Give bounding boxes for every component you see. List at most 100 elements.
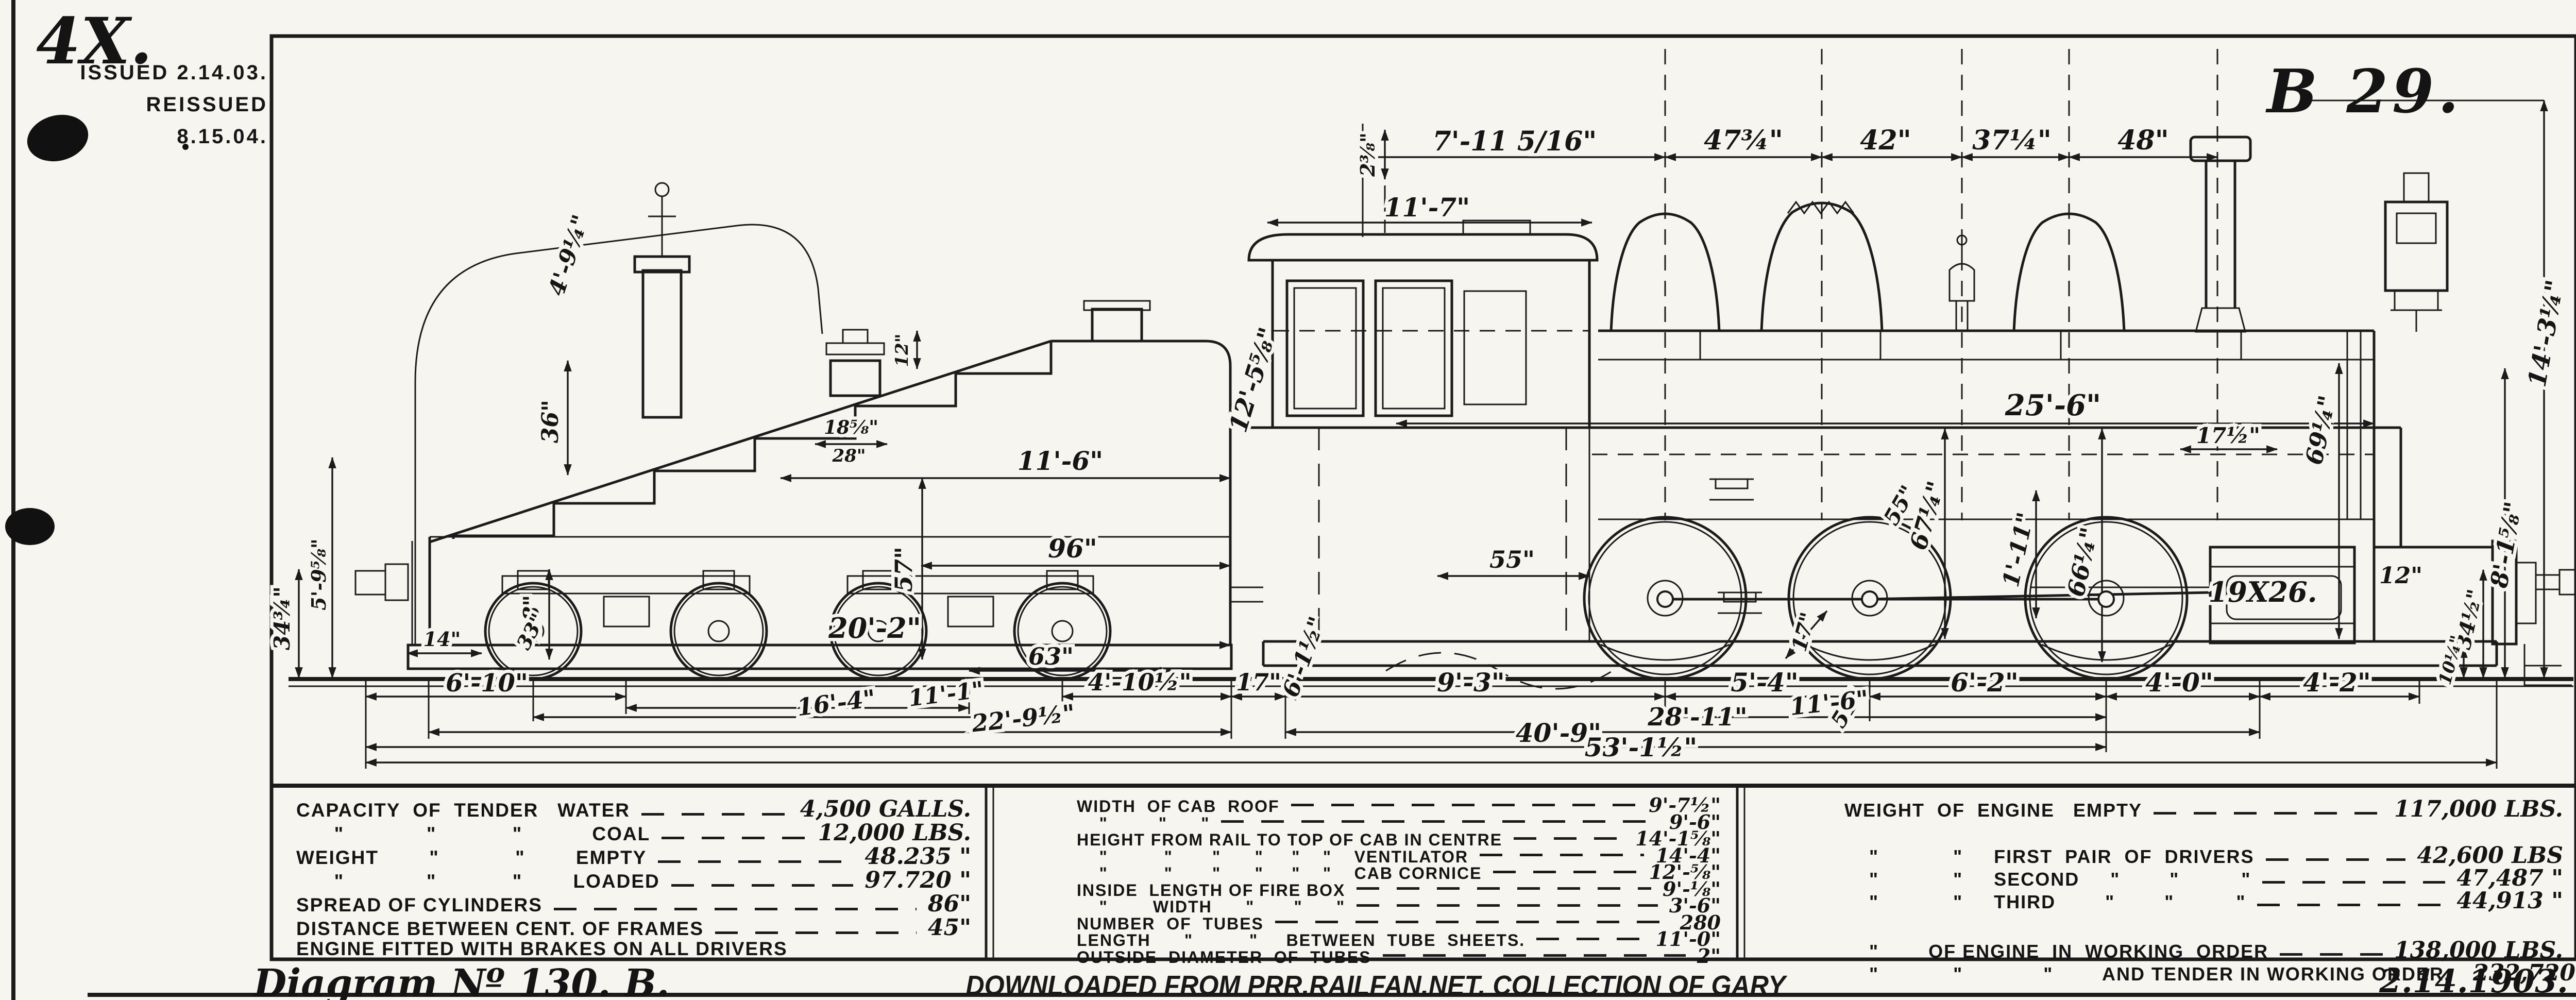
spec-label: " " " AND TENDER IN WORKING ORDER. (1844, 963, 2450, 985)
dimension-label: 16'-4" (795, 684, 877, 721)
spec-value: 14'-1⅝" (1635, 827, 1721, 850)
issue-stamp-line2: REISSUED 8.15.04. (146, 93, 268, 148)
leader-dashes (2280, 953, 2383, 956)
spec-value: 138,000 LBS. (2394, 937, 2563, 963)
spec-label: WIDTH OF CAB ROOF (1077, 797, 1280, 816)
spec-row: " " FIRST PAIR OF DRIVERS 42,600 LBS (1844, 842, 2563, 869)
dimension-label: 37¼" (1972, 125, 2052, 156)
ink-blots (5, 114, 189, 545)
tender-wheels (484, 582, 1112, 681)
dimension-label: 14" (423, 628, 461, 651)
dimension-label: 36" (537, 400, 564, 443)
dimension-label: 55" (1489, 546, 1535, 573)
dimension-label: 4'-2" (2303, 667, 2371, 698)
spec-label: " " " " " " VENTILATOR (1077, 847, 1469, 866)
leader-dashes (1357, 904, 1658, 907)
spec-label: " " " LOADED (296, 871, 660, 892)
leader-dashes (1536, 937, 1645, 940)
spec-row: LENGTH " " BETWEEN TUBE SHEETS. 11'-0" (1077, 927, 1721, 951)
dimension-label: 28" (519, 595, 544, 637)
spec-label: " " FIRST PAIR OF DRIVERS (1844, 846, 2255, 867)
dimension-label: 48" (2117, 125, 2168, 156)
dimension-label: 6'-1½" (1278, 613, 1331, 700)
leader-dashes (715, 931, 917, 934)
leader-dashes (1291, 803, 1638, 806)
rail (289, 677, 2573, 687)
spec-row: " " THIRD " " " 44,913 " (1844, 888, 2563, 914)
dimension-label: 2⅜" (1356, 132, 1379, 177)
spec-label: INSIDE LENGTH OF FIRE BOX (1077, 880, 1346, 900)
spec-label: WEIGHT " " EMPTY (296, 847, 647, 868)
cab (1247, 219, 1599, 641)
dimension-label: 63" (1028, 642, 1074, 670)
diagram-number: Diagram Nº 130. B. (253, 961, 670, 1000)
dimension-label: 12" (2379, 563, 2422, 589)
sheet-borders (11, 0, 2576, 1000)
spec-row: WEIGHT " " EMPTY 48.235 " (296, 843, 971, 870)
spec-label: " " " " " " CAB CORNICE (1077, 864, 1482, 883)
spec-value: 11'-0" (1655, 927, 1721, 951)
spec-value: 3'-6" (1669, 894, 1721, 917)
tender-spec-table: CAPACITY OF TENDER WATER 4,500 GALLS. " "… (296, 796, 971, 962)
issue-stamp: ISSUED 2.14.03. REISSUED 8.15.04. (72, 57, 268, 152)
cylinder-and-pilot (2209, 539, 2576, 686)
spec-value: 48.235 " (865, 843, 971, 870)
spec-value: 9'-7½" (1649, 793, 1721, 817)
watermark: DOWNLOADED FROM PRR.RAILFAN.NET. COLLECT… (965, 970, 1786, 1000)
dimension-label: 8'-1⅝" (2485, 499, 2528, 590)
spec-row: CAPACITY OF TENDER WATER 4,500 GALLS. (296, 796, 971, 822)
smokestack (2195, 307, 2246, 333)
spec-label: SPREAD OF CYLINDERS (296, 894, 543, 916)
dimension-label: 12'-5⅝" (1224, 324, 1283, 436)
dimension-label: 19X26. (2209, 575, 2317, 608)
dimension-label: 9'-3" (1437, 667, 1505, 698)
leader-dashes (2262, 881, 2446, 884)
coupler (2535, 574, 2561, 590)
leader-dashes (671, 884, 854, 887)
spec-label: " " THIRD " " " (1844, 891, 2246, 912)
spec-value: 9'-6" (1669, 810, 1721, 834)
dimension-label: 34¾" (269, 586, 295, 650)
dimension-label: 69¼" (2300, 393, 2342, 467)
tender (354, 182, 1263, 670)
spec-value: 47,487 " (2456, 865, 2563, 891)
spec-row: ENGINE FITTED WITH BRAKES ON ALL DRIVERS (296, 938, 971, 962)
leader-dashes (1480, 854, 1645, 856)
leader-dashes (1382, 954, 1686, 957)
spec-label: LENGTH " " BETWEEN TUBE SHEETS. (1077, 931, 1526, 950)
dimension-label: 4'-9¼" (544, 212, 594, 299)
leader-dashes (662, 837, 807, 839)
spec-label: " " " (1077, 813, 1210, 833)
spec-label: " " " COAL (296, 823, 651, 844)
spec-label: " OF ENGINE IN WORKING ORDER (1844, 941, 2269, 962)
dimension-label: 47¾" (1704, 125, 1783, 156)
spec-value: 12,000 LBS. (818, 820, 971, 846)
dimension-label: 7'-11 5/16" (1433, 126, 1597, 157)
dimension-label: 57" (890, 547, 918, 592)
spec-row: WIDTH OF CAB ROOF 9'-7½" (1077, 793, 1721, 817)
spec-row: " " " 9'-6" (1077, 810, 1721, 834)
spec-value: 45" (927, 914, 971, 941)
spec-value: 4,500 GALLS. (800, 796, 971, 822)
spec-row: " WIDTH " " "3'-6" (1077, 894, 1721, 917)
spec-value: 14'-4" (1655, 843, 1721, 867)
leader-dashes (1221, 820, 1658, 823)
dimension-label: 96" (1048, 533, 1097, 564)
dimension-label: 11'-7" (1384, 192, 1470, 223)
spec-value: 44,913 " (2456, 888, 2563, 914)
spec-row: " " " " " " VENTILATOR 14'-4" (1077, 844, 1721, 867)
issue-stamp-line1: ISSUED 2.14.03. (80, 61, 268, 84)
dimension-label: 25'-6" (2005, 388, 2101, 422)
spec-value: 42,600 LBS (2417, 842, 2563, 869)
dimension-label: 14'-3¼" (2522, 278, 2570, 389)
spec-label: CAPACITY OF TENDER WATER (296, 800, 631, 821)
